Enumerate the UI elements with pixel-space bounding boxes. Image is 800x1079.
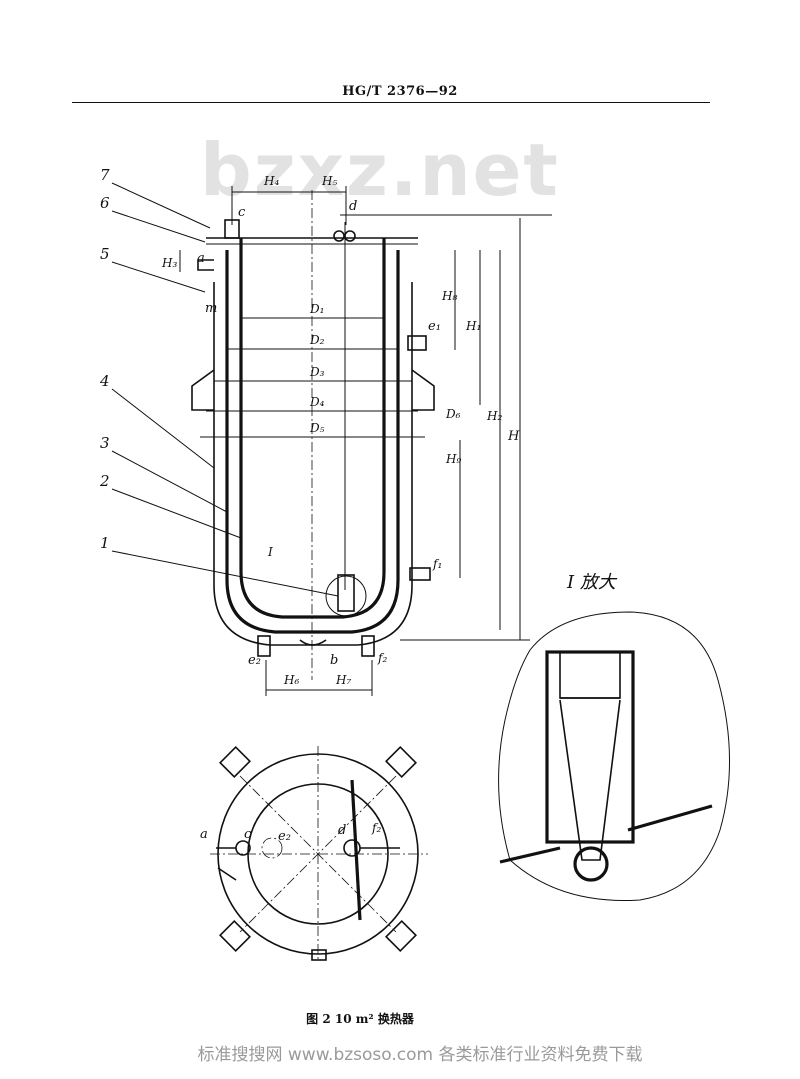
dim-h8: H₈ [441,289,457,303]
dim-h4: H₄ [263,174,279,188]
detail-title: I 放大 [566,572,618,593]
dip-pipe-end [337,574,355,612]
plan-label-c: c [244,827,252,842]
nozzle-f1 [409,567,431,581]
part-number-1: 1 [100,534,110,552]
plan-nozzle-e2 [261,837,283,859]
label-f2: f₂ [377,651,387,665]
dim-d4: D₄ [309,395,325,409]
nozzle-e1 [407,335,427,351]
plan-label-e2: e₂ [278,829,291,844]
detail-enlarged-view: I 放大 [498,572,731,901]
plan-view: a c e₂ d f₂ [200,746,428,962]
plan-lug-bottom-left [219,920,251,952]
part-number-labels: 7 6 5 4 3 2 1 [99,166,110,552]
detail-mark-i: I [267,545,273,559]
label-m: m [205,301,217,316]
part-number-7: 7 [100,166,110,184]
plan-label-a: a [200,827,208,842]
standard-header: HG/T 2376—92 [342,84,458,99]
label-a: a [197,251,205,266]
dim-d3: D₃ [309,365,325,379]
dim-d6: D₆ [445,407,461,421]
header-rule [72,102,710,103]
nozzle-e2 [257,635,271,657]
inner-vessel-wall [239,238,386,619]
label-b: b [330,653,338,668]
dim-h7: H₇ [335,673,351,687]
dim-h6: H₆ [283,673,299,687]
label-e2: e₂ [248,653,261,668]
watermark: bzxz.net [200,128,560,212]
label-d: d [349,199,357,214]
plan-lug-top-right [385,746,417,778]
part-number-2: 2 [99,472,110,490]
label-e1: e₁ [428,319,441,334]
dim-h9: H₉ [445,452,461,466]
dim-d1: D₁ [309,302,324,316]
detail-i-circle [325,575,367,617]
nozzle-f2 [361,635,375,657]
nozzle-labels: a c d e₁ f₁ e₂ b f₂ m [197,199,442,668]
plan-lug-bottom-right [385,920,417,952]
label-f1: f₁ [432,557,442,571]
nozzle-d [333,230,345,242]
jacket-wall [225,250,400,634]
part-number-4: 4 [99,372,110,390]
dimension-labels: H₄ H₅ H₃ D₁ D₂ D₃ D₄ D₅ D₆ H₈ H₁ H₂ H₉ H… [161,174,520,687]
dim-h5: H₅ [321,174,337,188]
dim-h3: H₃ [161,256,177,270]
label-c: c [238,205,246,220]
part-number-6: 6 [100,194,110,212]
plan-label-d: d [338,823,346,838]
support-lug-right [411,369,435,411]
dim-d5: D₅ [309,421,325,435]
elevation-view [111,182,552,696]
support-lug-left [191,369,215,411]
outlet-b [299,639,327,646]
footer-banner: 标准搜搜网 www.bzsoso.com 各类标准行业资料免费下载 [197,1045,643,1065]
detail-outline [498,611,731,901]
part-number-3: 3 [100,434,110,452]
dim-d2: D₂ [309,333,325,347]
nozzle-a [197,259,214,271]
figure-caption: 图 2 10 m² 换热器 [306,1012,414,1026]
plan-label-f2: f₂ [371,821,381,835]
dim-h1: H₁ [465,319,481,333]
dim-h2: H₂ [486,409,502,423]
part-number-5: 5 [100,245,110,263]
detail-tube-end [573,846,609,882]
plan-lug-top-left [219,746,251,778]
detail-cone [559,699,621,861]
dim-h: H [507,429,520,444]
